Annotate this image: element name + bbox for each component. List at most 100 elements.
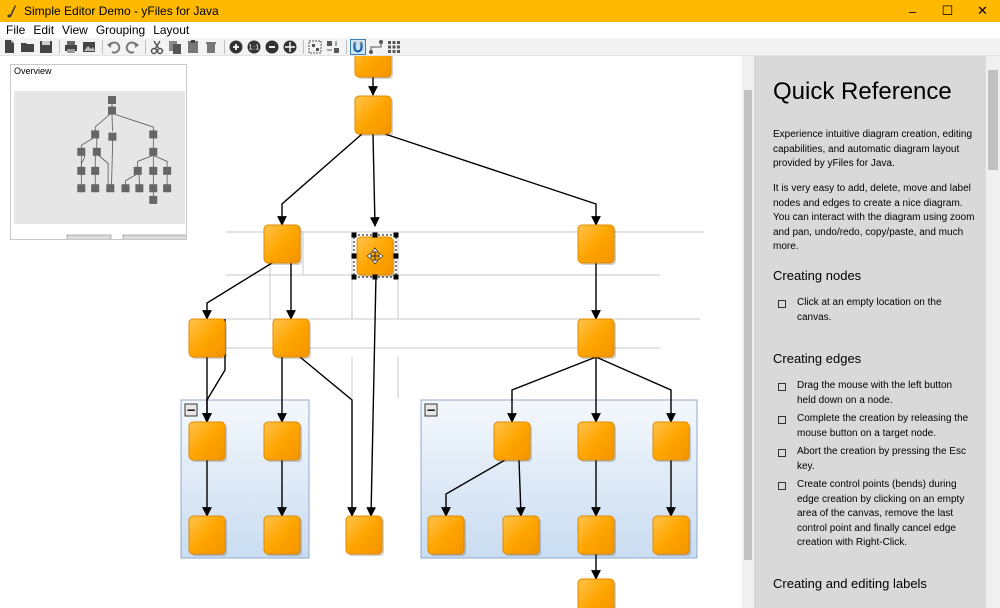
- graph-node[interactable]: [272, 318, 310, 358]
- graph-node[interactable]: [577, 318, 615, 358]
- undo-button[interactable]: [106, 39, 122, 55]
- snapping-button[interactable]: [350, 38, 366, 55]
- resize-handle[interactable]: [393, 274, 399, 280]
- graph-edge[interactable]: [277, 133, 363, 226]
- menu-layout[interactable]: Layout: [153, 23, 190, 37]
- graph-edge[interactable]: [507, 356, 597, 423]
- section-heading-labels: Creating and editing labels: [773, 576, 927, 591]
- menu-file[interactable]: File: [6, 23, 26, 37]
- graph-node[interactable]: [188, 421, 226, 461]
- resize-handle[interactable]: [372, 274, 378, 280]
- graph-node[interactable]: [188, 515, 226, 555]
- overview-edge: [137, 154, 154, 168]
- collapse-group-button[interactable]: [424, 403, 438, 417]
- quick-reference-panel: Quick Reference Experience intuitive dia…: [754, 56, 986, 608]
- print-icon: [65, 40, 77, 53]
- overview-node: [149, 130, 158, 139]
- graph-node[interactable]: [263, 515, 301, 555]
- graph-node[interactable]: [188, 318, 226, 358]
- graph-node[interactable]: [577, 515, 615, 555]
- collapse-group-button[interactable]: [184, 403, 198, 417]
- overview-viewport[interactable]: [14, 91, 185, 224]
- resize-handle[interactable]: [393, 253, 399, 259]
- graph-node[interactable]: [427, 515, 465, 555]
- graph-node[interactable]: [652, 421, 690, 461]
- graph-node[interactable]: [263, 224, 301, 264]
- zoom-in-button[interactable]: [228, 39, 244, 55]
- minimize-button[interactable]: –: [908, 3, 917, 19]
- overview-minimap[interactable]: [11, 65, 186, 239]
- ungroup-icon: [327, 40, 339, 53]
- resize-handle[interactable]: [351, 253, 357, 259]
- overview-node: [77, 166, 86, 175]
- graph-node[interactable]: [502, 515, 540, 555]
- maximize-button[interactable]: ☐: [941, 3, 954, 18]
- delete-button[interactable]: [203, 39, 219, 55]
- print-button[interactable]: [63, 39, 79, 55]
- resize-handle[interactable]: [351, 274, 357, 280]
- toolbar: 1:1: [0, 38, 1000, 56]
- list-item: Abort the creation by pressing the Esc k…: [778, 445, 973, 474]
- graph-edge[interactable]: [202, 262, 273, 320]
- group-right[interactable]: [420, 399, 698, 559]
- export-image-button[interactable]: [81, 39, 97, 55]
- resize-handle[interactable]: [393, 232, 399, 238]
- resize-handle[interactable]: [372, 232, 378, 238]
- overview-node: [149, 147, 158, 156]
- redo-button[interactable]: [124, 39, 140, 55]
- graph-edge[interactable]: [515, 459, 526, 517]
- overview-node: [92, 147, 101, 156]
- graph-node[interactable]: [493, 421, 531, 461]
- copy-button[interactable]: [167, 39, 183, 55]
- menu-grouping[interactable]: Grouping: [95, 23, 146, 37]
- overview-edge: [94, 113, 111, 131]
- group-button[interactable]: [307, 39, 323, 55]
- diagram-canvas[interactable]: −− Overview: [0, 56, 742, 608]
- new-document-button[interactable]: [2, 39, 18, 55]
- zoom-original-button[interactable]: 1:1: [246, 39, 262, 55]
- panel-scrollbar[interactable]: [986, 56, 1000, 608]
- overview-node: [91, 130, 100, 139]
- ungroup-button[interactable]: [325, 39, 341, 55]
- graph-edge[interactable]: [366, 274, 377, 517]
- svg-text:1:1: 1:1: [248, 43, 259, 51]
- graph-edge[interactable]: [441, 459, 506, 517]
- overview-edge: [114, 113, 154, 131]
- paste-button[interactable]: [185, 39, 201, 55]
- resize-handle[interactable]: [351, 232, 357, 238]
- save-button[interactable]: [38, 39, 54, 55]
- graph-node[interactable]: [577, 578, 615, 608]
- graph-edge[interactable]: [369, 133, 380, 227]
- graph-node[interactable]: [577, 224, 615, 264]
- collapse-group-glyph: −: [186, 403, 196, 417]
- graph-node[interactable]: [652, 515, 690, 555]
- panel-scrollbar-thumb[interactable]: [988, 70, 998, 170]
- cut-button[interactable]: [149, 39, 165, 55]
- graph-edge[interactable]: [299, 356, 357, 517]
- overview-node: [108, 96, 116, 104]
- zoom-out-button[interactable]: [264, 39, 280, 55]
- graph-node[interactable]: [354, 95, 392, 135]
- orthogonal-edges-button[interactable]: [368, 39, 384, 55]
- overview-edge: [125, 174, 137, 185]
- overview-node: [108, 106, 116, 115]
- graph-edge[interactable]: [384, 133, 601, 226]
- graph-edge[interactable]: [595, 356, 676, 423]
- graph-node[interactable]: [263, 421, 301, 461]
- overview-node: [149, 166, 158, 175]
- graph-node[interactable]: [345, 515, 383, 555]
- open-folder-button[interactable]: [20, 39, 36, 55]
- menu-edit[interactable]: Edit: [33, 23, 55, 37]
- overview-panel[interactable]: Overview: [10, 64, 187, 240]
- fit-content-button[interactable]: [282, 39, 298, 55]
- graph-node[interactable]: [577, 421, 615, 461]
- grid-button[interactable]: [386, 39, 402, 55]
- menu-view[interactable]: View: [62, 23, 88, 37]
- cut-icon: [150, 40, 164, 54]
- graph-node[interactable]: [354, 56, 392, 78]
- list-item: Create control points (bends) during edg…: [778, 478, 973, 551]
- overview-group: [66, 234, 112, 239]
- canvas-scrollbar-thumb[interactable]: [744, 90, 752, 560]
- graph-view[interactable]: −−: [0, 56, 742, 608]
- close-button[interactable]: ✕: [977, 3, 988, 18]
